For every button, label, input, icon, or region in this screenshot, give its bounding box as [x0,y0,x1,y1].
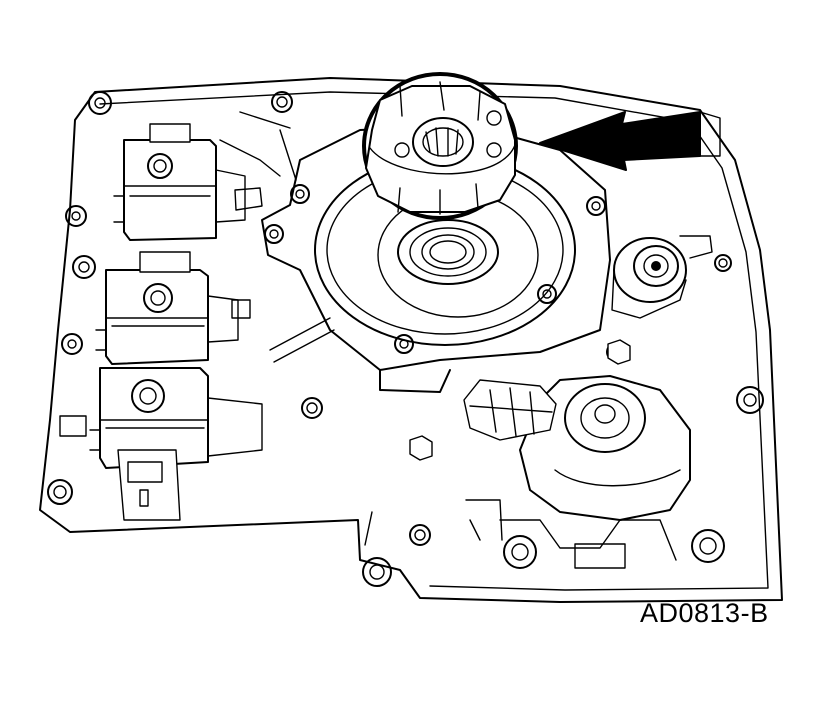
solenoid-upper [113,123,246,241]
bolt-hole [271,91,293,113]
bolt-hole [65,205,87,227]
bolt-hole [301,397,323,419]
bolt-hole [503,535,537,569]
indicator-arrow [539,111,721,171]
bolt-hole [736,386,764,414]
mounting-holes [47,91,764,587]
solenoid-middle [95,251,239,365]
bolt-hole [691,529,725,563]
highlighted-sprocket [362,72,518,220]
bolt-hole [72,255,96,279]
accumulator-boss [611,235,713,319]
bolt-hole [61,333,83,355]
bolt-hole [362,557,392,587]
bolt-hole [714,254,732,272]
bolt-hole [47,479,73,505]
plate-details-left [59,111,335,437]
figure-code: AD0813-B [640,598,769,628]
solenoid-connector [117,449,181,521]
fasteners [409,339,631,541]
output-bearing [397,219,499,285]
bolt-hole [88,91,112,115]
solenoid-lower [89,367,263,521]
speed-sensor [463,375,691,569]
bolt-hole [409,524,431,546]
sensor-connector [463,379,557,441]
